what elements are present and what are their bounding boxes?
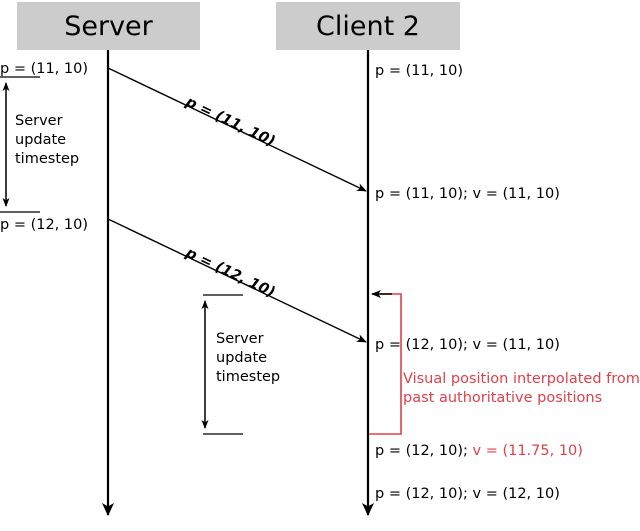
client-state-label-4-visual: v = (11.75, 10) — [472, 443, 583, 459]
lane-header-client2-label: Client 2 — [316, 10, 420, 42]
client-state-label-4: p = (12, 10); v = (11.75, 10) — [375, 442, 583, 460]
client-state-label-2: p = (11, 10); v = (11, 10) — [375, 186, 560, 202]
bracket-server-timestep-2 — [201, 294, 243, 435]
client-state-label-4-position: p = (12, 10); — [375, 443, 473, 459]
lane-header-server: Server — [17, 2, 200, 50]
bracket-label-1-line-1: Server — [15, 113, 63, 129]
bracket-label-2: Server update timestep — [216, 330, 280, 387]
bracket-label-1-line-3: timestep — [15, 151, 80, 167]
bracket-server-timestep-1 — [0, 76, 40, 213]
bracket-label-2-line-2: update — [216, 350, 268, 366]
interpolation-annotation-line-1: Visual position interpolated from — [403, 371, 640, 387]
client-state-label-3: p = (12, 10); v = (11, 10) — [375, 337, 560, 353]
client-state-label-5: p = (12, 10); v = (12, 10) — [375, 486, 560, 502]
lane-header-client2: Client 2 — [276, 2, 460, 50]
message-arrow-2 — [107, 218, 367, 343]
lane-header-server-label: Server — [64, 10, 153, 42]
bracket-label-1: Server update timestep — [15, 112, 79, 169]
message-arrow-1 — [107, 67, 367, 192]
interpolation-bracket — [369, 290, 402, 435]
bracket-label-2-line-3: timestep — [216, 369, 281, 385]
bracket-label-2-line-1: Server — [216, 331, 264, 347]
server-state-label-2: p = (12, 10) — [0, 217, 89, 233]
interpolation-annotation: Visual position interpolated from past a… — [403, 370, 640, 408]
bracket-label-1-line-2: update — [15, 132, 67, 148]
server-state-label-1: p = (11, 10) — [0, 61, 89, 77]
interpolation-annotation-line-2: past authoritative positions — [403, 390, 603, 406]
client-state-label-1: p = (11, 10) — [375, 63, 464, 79]
